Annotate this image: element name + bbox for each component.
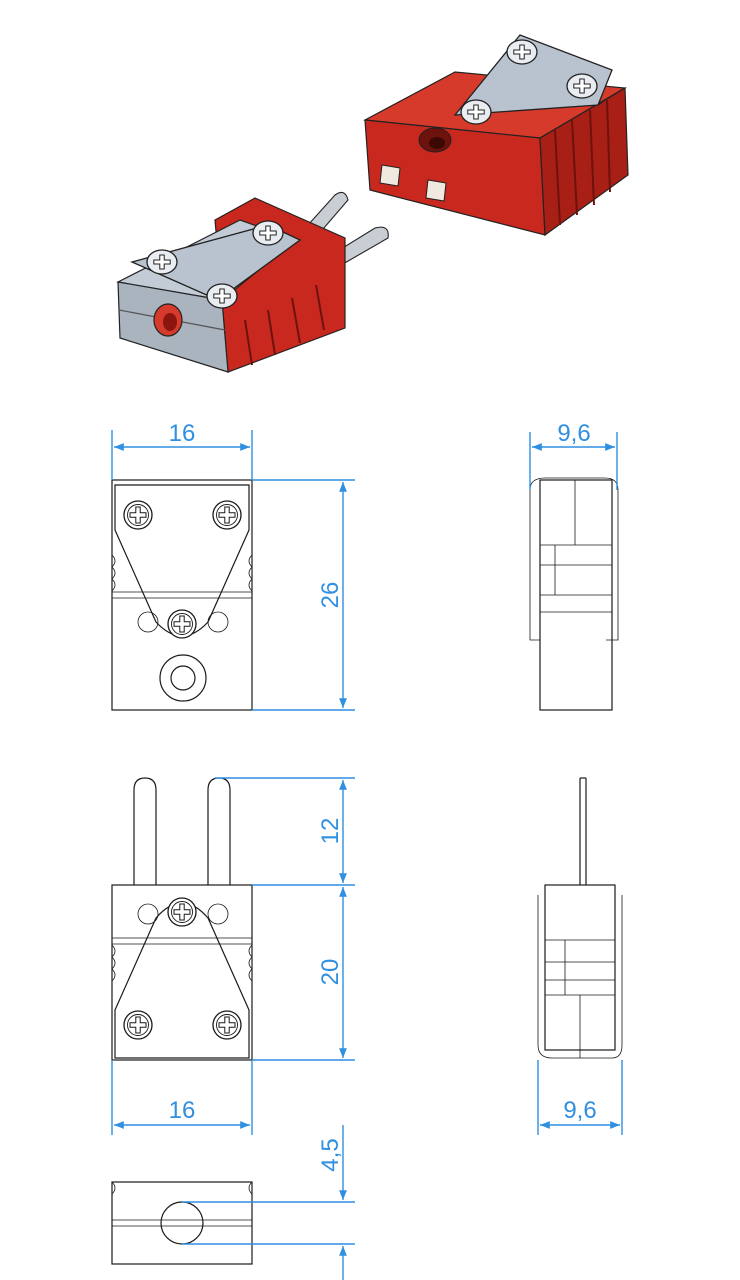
dim-plug-depth-label: 9,6 bbox=[563, 1097, 596, 1124]
dim-socket-depth: 9,6 bbox=[529, 420, 618, 490]
dim-plug-depth: 9,6 bbox=[537, 1060, 623, 1135]
connector-3d-view bbox=[116, 34, 629, 373]
bottom-view bbox=[111, 1181, 253, 1265]
dim-plug-pin-label: 12 bbox=[317, 818, 344, 845]
dim-socket-width-label: 16 bbox=[169, 420, 196, 447]
dim-socket-depth-label: 9,6 bbox=[557, 420, 590, 447]
dim-socket-width: 16 bbox=[111, 420, 253, 480]
dim-plug-width: 16 bbox=[111, 1060, 253, 1135]
dim-plug-height-label: 20 bbox=[317, 959, 344, 986]
socket-side-view bbox=[529, 477, 619, 711]
dim-cable-hole-label: 4,5 bbox=[317, 1138, 344, 1171]
socket-3d bbox=[362, 34, 629, 237]
plug-3d bbox=[116, 191, 389, 373]
plug-front-view bbox=[111, 777, 253, 1061]
dim-socket-height: 26 bbox=[252, 479, 355, 711]
dim-plug-pin: 12 bbox=[215, 777, 355, 886]
socket-front-view bbox=[111, 479, 253, 711]
dim-cable-hole: 4,5 bbox=[182, 1125, 355, 1280]
dim-plug-height: 20 bbox=[252, 887, 355, 1061]
dim-socket-height-label: 26 bbox=[317, 582, 344, 609]
dim-plug-width-label: 16 bbox=[169, 1097, 196, 1124]
plug-side-view bbox=[537, 777, 623, 1059]
